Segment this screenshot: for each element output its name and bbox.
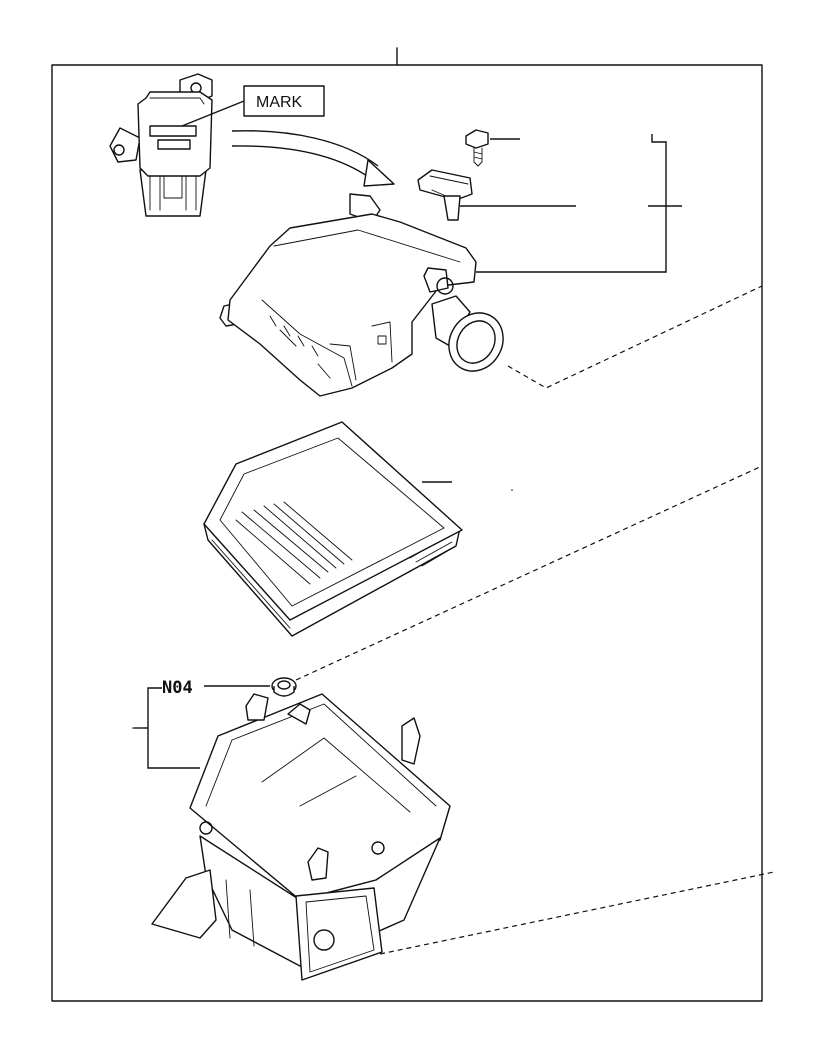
- dashed-leaders: [295, 285, 775, 955]
- diagram-frame: [51, 47, 763, 1002]
- lower-air-cleaner-case-illustration: [151, 693, 451, 981]
- n04-label: N04: [162, 678, 193, 698]
- n04-callout: N04: [134, 678, 270, 769]
- upper-air-cleaner-case-illustration: [219, 193, 504, 397]
- scan-specks: [132, 489, 513, 729]
- air-filter-element-illustration: [203, 421, 463, 637]
- intake-air-temperature-sensor-illustration: [417, 169, 576, 221]
- transfer-arrow: [231, 130, 395, 187]
- grommet-illustration: [271, 677, 297, 697]
- mark-label: MARK: [256, 94, 303, 111]
- mark-callout: MARK: [181, 85, 325, 127]
- screw-illustration: [465, 129, 520, 167]
- air-flow-meter-illustration: [109, 73, 213, 217]
- reference-bracket: [476, 134, 682, 273]
